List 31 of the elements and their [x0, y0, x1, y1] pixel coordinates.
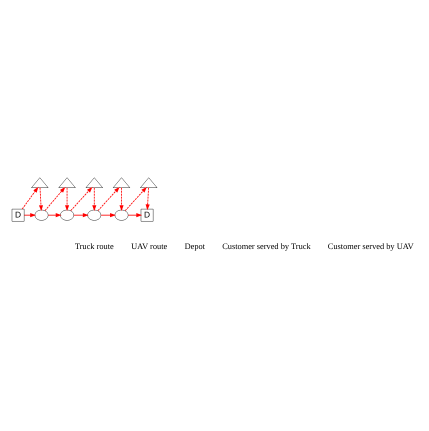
- node-circle: [114, 209, 128, 220]
- arrow: [98, 186, 120, 211]
- arrow: [100, 212, 116, 217]
- arrow: [146, 186, 150, 210]
- node-box: D: [12, 208, 24, 221]
- node-circle: [34, 209, 48, 220]
- arrow: [70, 186, 92, 211]
- arrow: [92, 186, 96, 211]
- arrow: [48, 212, 62, 217]
- arrow: [44, 186, 66, 211]
- legend-label: Customer served by Truck: [222, 241, 311, 250]
- node-triangle: [112, 176, 130, 188]
- legend-label: Truck route: [74, 241, 114, 250]
- node-triangle: [140, 176, 158, 188]
- arrow: [119, 186, 124, 211]
- arrow: [24, 212, 36, 217]
- arrow: [124, 186, 147, 211]
- node-circle: [87, 209, 102, 220]
- arrow: [38, 186, 44, 211]
- arrow: [128, 212, 142, 217]
- node-box: D: [140, 208, 154, 221]
- legend-label: Depot: [184, 241, 206, 250]
- node-circle: [60, 209, 74, 220]
- legend-label: UAV route: [131, 241, 168, 250]
- node-triangle: [58, 176, 76, 188]
- arrow: [22, 186, 38, 209]
- node-triangle: [31, 176, 48, 188]
- legend-label: Customer served by UAV: [328, 241, 414, 250]
- arrow: [73, 212, 89, 217]
- node-triangle: [86, 176, 103, 188]
- arrow: [65, 186, 70, 211]
